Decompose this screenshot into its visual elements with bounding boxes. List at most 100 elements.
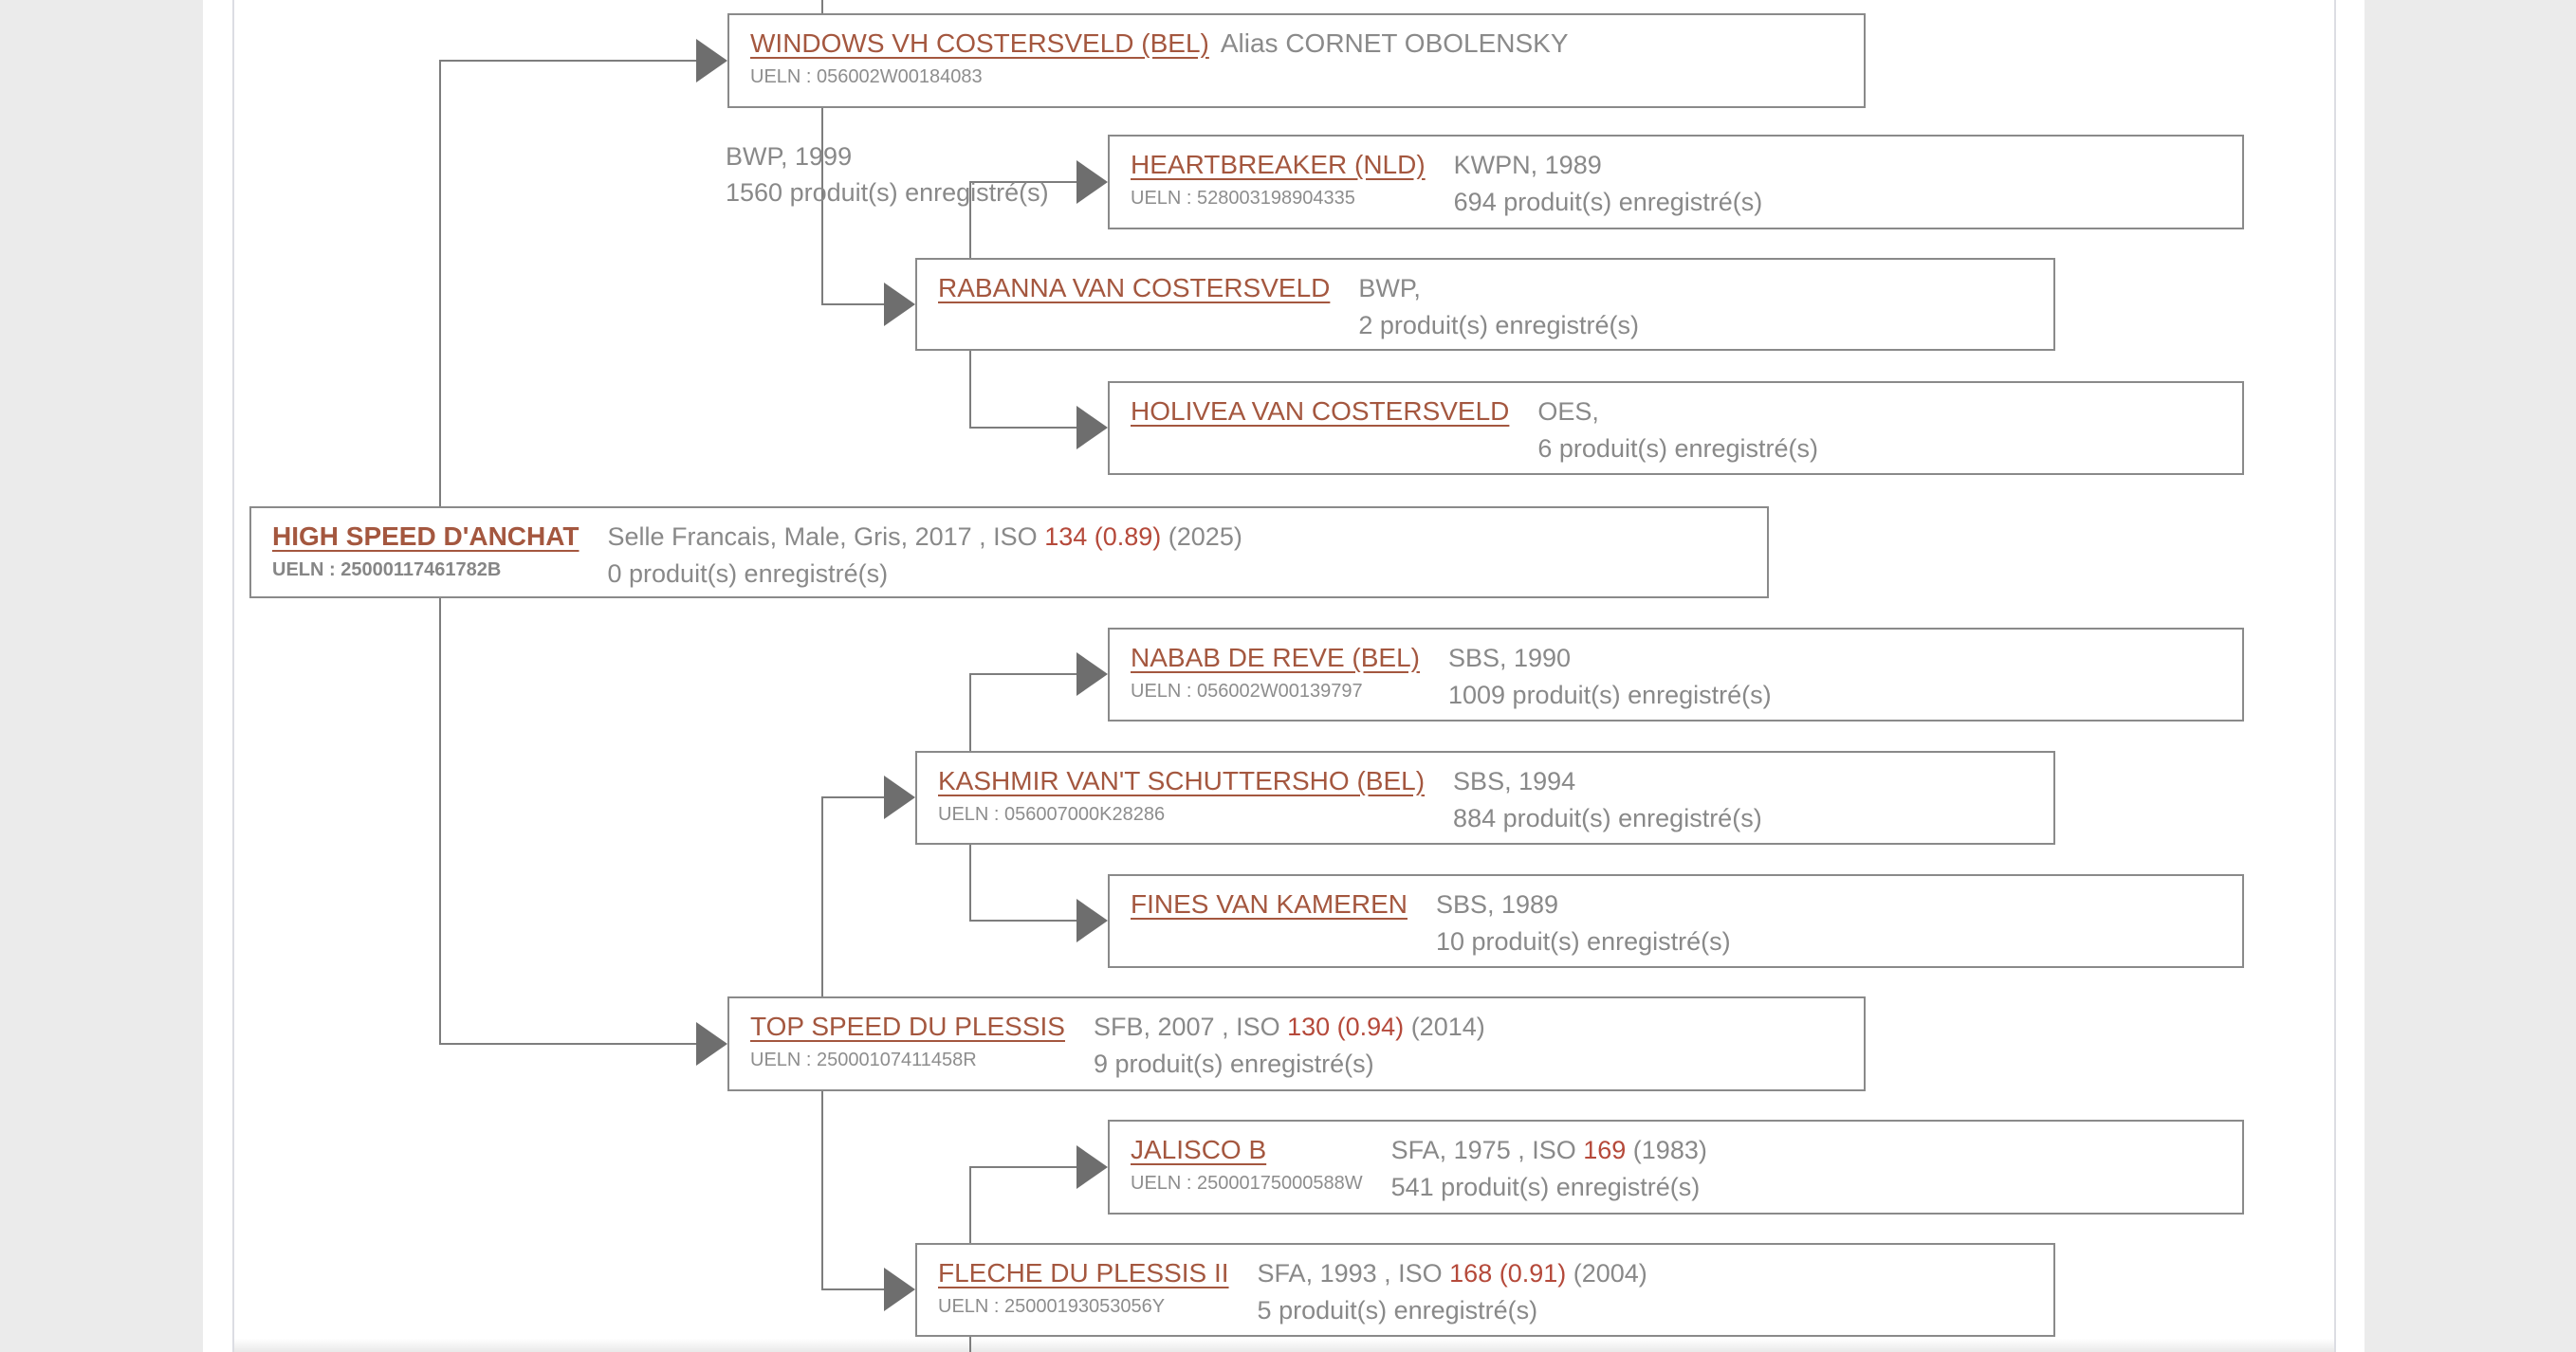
horse-name: NABAB DE REVE (BEL) bbox=[1131, 643, 1420, 673]
horse-details: Selle Francais, Male, Gris, 2017 , ISO 1… bbox=[607, 521, 1242, 551]
offspring-count: 1009 produit(s) enregistré(s) bbox=[1447, 681, 1772, 709]
horse-link-kashmir-vant-schuttersho[interactable]: KASHMIR VAN'T SCHUTTERSHO (BEL) bbox=[938, 766, 1426, 795]
pedigree-node-nabab-de-reve: NABAB DE REVE (BEL) UELN : 056002W001397… bbox=[1108, 628, 2244, 722]
horse-name: WINDOWS VH COSTERSVELD (BEL) Alias CORNET… bbox=[750, 28, 1569, 59]
connector-line bbox=[969, 351, 971, 429]
connector-line bbox=[969, 845, 971, 922]
horse-details: SFB, 2007 , ISO 130 (0.94) (2014) bbox=[1093, 1012, 1485, 1041]
ueln-number: UELN : 25000117461782B bbox=[272, 559, 502, 580]
connector-line bbox=[821, 108, 823, 305]
pedigree-node-rabanna-van-costersveld: RABANNA VAN COSTERSVELD BWP, 2 produit(s… bbox=[915, 258, 2055, 351]
connector-line bbox=[969, 181, 1077, 183]
horse-details: SFA, 1975 , ISO 169 (1983) bbox=[1390, 1135, 1707, 1164]
ueln-number: UELN : 056007000K28286 bbox=[938, 804, 1166, 825]
pedigree-node-windows-vh-costersveld: WINDOWS VH COSTERSVELD (BEL) Alias CORNET… bbox=[727, 13, 1866, 108]
horse-name: JALISCO B bbox=[1131, 1135, 1363, 1165]
connector-line bbox=[969, 920, 1077, 922]
pedigree-node-top-speed-du-plessis: TOP SPEED DU PLESSIS UELN : 250001074114… bbox=[727, 996, 1866, 1091]
connector-line bbox=[969, 181, 971, 258]
horse-name: HOLIVEA VAN COSTERSVELD bbox=[1131, 396, 1509, 427]
connector-line bbox=[821, 303, 886, 305]
pane-right-border bbox=[2334, 0, 2336, 1352]
horse-link-jalisco-b[interactable]: JALISCO B bbox=[1131, 1135, 1267, 1164]
arrow-icon bbox=[1076, 652, 1108, 696]
arrow-icon bbox=[1076, 1145, 1108, 1189]
horse-link-heartbreaker[interactable]: HEARTBREAKER (NLD) bbox=[1131, 150, 1426, 179]
pedigree-node-high-speed-d-anchat: HIGH SPEED D'ANCHAT UELN : 2500011746178… bbox=[249, 506, 1769, 598]
ueln-number: UELN : 528003198904335 bbox=[1131, 188, 1355, 209]
connector-line bbox=[969, 1166, 1077, 1168]
windows-studbook-info: BWP, 1999 1560 produit(s) enregistré(s) bbox=[726, 138, 1049, 210]
offspring-count: 5 produit(s) enregistré(s) bbox=[1257, 1296, 1538, 1325]
horse-name: FINES VAN KAMEREN bbox=[1131, 889, 1408, 920]
pedigree-node-fines-van-kameren: FINES VAN KAMEREN SBS, 1989 10 produit(s… bbox=[1108, 874, 2244, 968]
pedigree-node-fleche-du-plessis-ii: FLECHE DU PLESSIS II UELN : 250001930530… bbox=[915, 1243, 2055, 1337]
connector-line bbox=[439, 598, 441, 1044]
horse-alias: Alias CORNET OBOLENSKY bbox=[1220, 28, 1569, 58]
connector-line bbox=[821, 0, 823, 13]
connector-line bbox=[969, 1337, 971, 1352]
studbook-year: SBS, 1990 bbox=[1447, 643, 1572, 672]
studbook-year: OES, bbox=[1537, 396, 1599, 426]
connector-line bbox=[969, 673, 1077, 675]
horse-link-high-speed-d-anchat[interactable]: HIGH SPEED D'ANCHAT bbox=[272, 521, 580, 551]
connector-line bbox=[821, 1288, 886, 1290]
pedigree-node-heartbreaker: HEARTBREAKER (NLD) UELN : 52800319890433… bbox=[1108, 135, 2244, 229]
horse-details: SFA, 1993 , ISO 168 (0.91) (2004) bbox=[1257, 1258, 1647, 1288]
connector-line bbox=[439, 60, 697, 62]
horse-link-nabab-de-reve[interactable]: NABAB DE REVE (BEL) bbox=[1131, 643, 1420, 672]
connector-line bbox=[969, 1166, 971, 1243]
horse-link-fines-van-kameren[interactable]: FINES VAN KAMEREN bbox=[1131, 889, 1408, 919]
iso-value: 169 bbox=[1583, 1135, 1627, 1164]
arrow-icon bbox=[884, 776, 915, 819]
arrow-icon bbox=[1076, 160, 1108, 204]
studbook-year: SBS, 1989 bbox=[1435, 889, 1559, 919]
horse-name: KASHMIR VAN'T SCHUTTERSHO (BEL) bbox=[938, 766, 1425, 796]
pedigree-node-kashmir-vant-schuttersho: KASHMIR VAN'T SCHUTTERSHO (BEL) UELN : 0… bbox=[915, 751, 2055, 845]
arrow-icon bbox=[884, 1268, 915, 1311]
connector-line bbox=[439, 60, 441, 506]
horse-link-holivea-van-costersveld[interactable]: HOLIVEA VAN COSTERSVELD bbox=[1131, 396, 1510, 426]
iso-value: 130 (0.94) bbox=[1287, 1012, 1405, 1041]
horse-link-fleche-du-plessis-ii[interactable]: FLECHE DU PLESSIS II bbox=[938, 1258, 1229, 1288]
horse-name: TOP SPEED DU PLESSIS bbox=[750, 1012, 1065, 1042]
arrow-icon bbox=[696, 1022, 727, 1066]
offspring-count: 9 produit(s) enregistré(s) bbox=[1093, 1050, 1374, 1078]
offspring-count: 10 produit(s) enregistré(s) bbox=[1435, 927, 1731, 956]
horse-name: FLECHE DU PLESSIS II bbox=[938, 1258, 1229, 1288]
arrow-icon bbox=[1076, 406, 1108, 449]
horse-name: HIGH SPEED D'ANCHAT bbox=[272, 521, 580, 552]
offspring-count: 884 produit(s) enregistré(s) bbox=[1453, 804, 1762, 832]
horizontal-scrollbar[interactable] bbox=[234, 1339, 2334, 1352]
arrow-icon bbox=[884, 283, 915, 326]
offspring-count: 1560 produit(s) enregistré(s) bbox=[726, 178, 1049, 207]
ueln-number: UELN : 056002W00139797 bbox=[1131, 681, 1363, 702]
studbook-year: BWP, 1999 bbox=[726, 142, 853, 171]
arrow-icon bbox=[1076, 899, 1108, 942]
arrow-icon bbox=[696, 39, 727, 82]
connector-line bbox=[969, 427, 1077, 429]
ueln-number: UELN : 056002W00184083 bbox=[750, 66, 983, 87]
connector-line bbox=[821, 796, 886, 798]
horse-name: RABANNA VAN COSTERSVELD bbox=[938, 273, 1330, 303]
offspring-count: 541 produit(s) enregistré(s) bbox=[1390, 1173, 1701, 1201]
offspring-count: 694 produit(s) enregistré(s) bbox=[1453, 188, 1763, 216]
connector-line bbox=[821, 796, 823, 996]
studbook-year: KWPN, 1989 bbox=[1453, 150, 1602, 179]
offspring-count: 6 produit(s) enregistré(s) bbox=[1537, 434, 1818, 463]
pane-left-border bbox=[232, 0, 234, 1352]
pedigree-node-holivea-van-costersveld: HOLIVEA VAN COSTERSVELD OES, 6 produit(s… bbox=[1108, 381, 2244, 475]
horse-link-rabanna-van-costersveld[interactable]: RABANNA VAN COSTERSVELD bbox=[938, 273, 1331, 302]
connector-line bbox=[439, 1043, 697, 1045]
ueln-number: UELN : 25000175000588W bbox=[1131, 1173, 1363, 1194]
iso-value: 168 (0.91) bbox=[1449, 1258, 1567, 1288]
pedigree-node-jalisco-b: JALISCO B UELN : 25000175000588W SFA, 19… bbox=[1108, 1120, 2244, 1215]
iso-value: 134 (0.89) bbox=[1044, 521, 1162, 551]
horse-link-top-speed-du-plessis[interactable]: TOP SPEED DU PLESSIS bbox=[750, 1012, 1065, 1041]
horse-name: HEARTBREAKER (NLD) bbox=[1131, 150, 1426, 180]
offspring-count: 2 produit(s) enregistré(s) bbox=[1358, 311, 1639, 339]
horse-link-windows-vh-costersveld[interactable]: WINDOWS VH COSTERSVELD (BEL) bbox=[750, 28, 1209, 58]
ueln-number: UELN : 25000107411458R bbox=[750, 1050, 977, 1070]
ueln-number: UELN : 25000193053056Y bbox=[938, 1296, 1166, 1317]
